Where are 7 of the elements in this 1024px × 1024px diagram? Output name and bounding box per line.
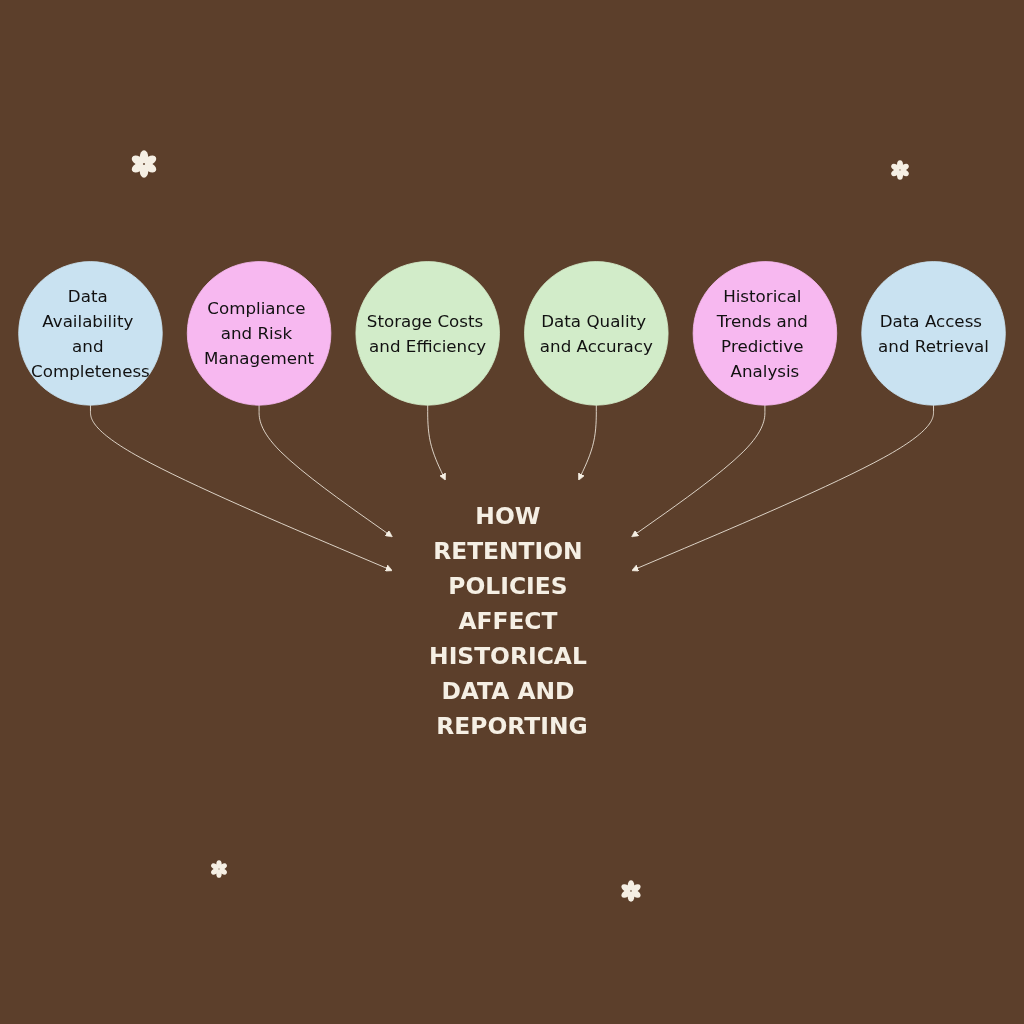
node-circle: Data Quality and Accuracy [524, 261, 669, 406]
node-circle: Historical Trends and Predictive Analysis [692, 261, 838, 406]
node-circle: Compliance and Risk Management [186, 261, 332, 406]
node-circle: Data Availability and Completeness [18, 261, 163, 406]
node-circle: Data Access and Retrieval [861, 261, 1006, 406]
node-circle: Storage Costs and Efficiency [355, 261, 500, 406]
node-text: HOW RETENTION POLICIES AFFECT HISTORICAL DATA AND REPORTING [429, 501, 588, 740]
